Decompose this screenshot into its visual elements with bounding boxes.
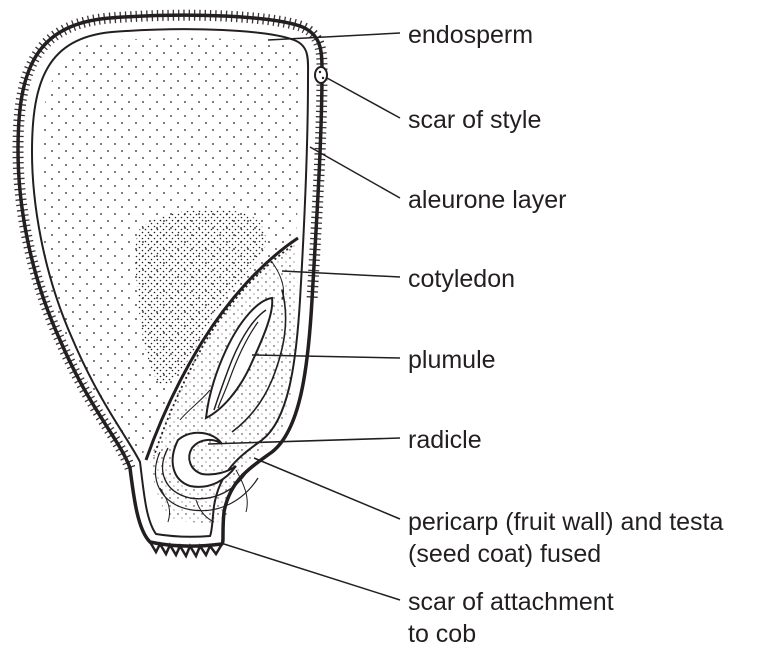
label-attachment-line1: scar of attachment	[408, 588, 614, 616]
label-pericarp-line1: pericarp (fruit wall) and testa	[408, 508, 724, 536]
label-plumule: plumule	[408, 346, 496, 374]
labels: endosperm scar of style aleurone layer c…	[408, 21, 724, 648]
label-radicle: radicle	[408, 426, 482, 454]
label-cotyledon: cotyledon	[408, 265, 515, 293]
leader-aleurone	[310, 147, 400, 198]
label-endosperm: endosperm	[408, 21, 533, 49]
label-scar-of-style: scar of style	[408, 106, 541, 134]
leader-attachment	[224, 544, 400, 600]
scar-of-style-bump	[315, 67, 327, 83]
leader-scar-of-style	[327, 78, 400, 118]
label-aleurone-layer: aleurone layer	[408, 186, 566, 214]
leader-pericarp	[254, 458, 400, 519]
label-attachment-line2: to cob	[408, 620, 476, 648]
label-pericarp-line2: (seed coat) fused	[408, 540, 601, 568]
